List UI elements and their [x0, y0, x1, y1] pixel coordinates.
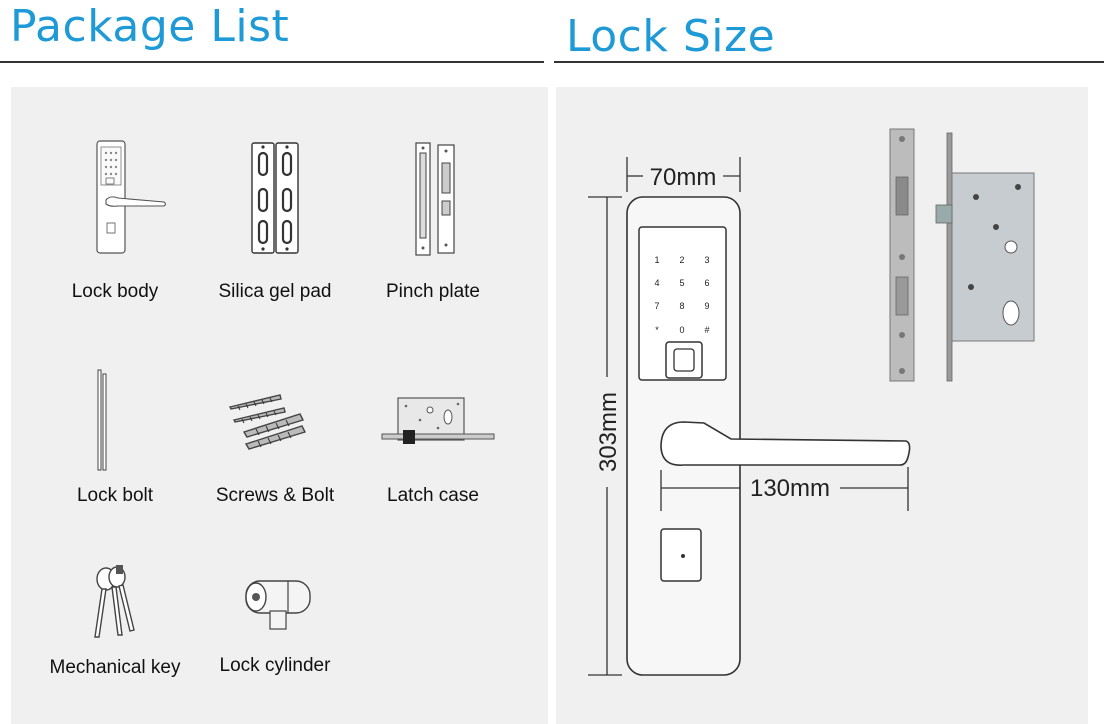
package-list-title: Package List — [10, 1, 290, 52]
height-label: 303mm — [595, 392, 622, 472]
handle-length-dimension — [660, 467, 909, 511]
width-label: 70mm — [650, 164, 717, 191]
lock-cylinder-icon — [245, 580, 311, 630]
keypad-key: 3 — [704, 255, 709, 265]
package-item-mechanical-key: Mechanical key — [40, 555, 190, 685]
key-icon — [94, 565, 135, 638]
height-dimension — [588, 196, 622, 676]
keypad-key: 4 — [654, 278, 659, 288]
keypad-key: 7 — [654, 301, 659, 311]
screws-icon — [228, 394, 306, 450]
lock-body-label: Lock body — [71, 281, 159, 302]
lock-bolt-label: Lock bolt — [76, 485, 154, 506]
lock-size-diagram: 1 2 3 4 5 6 7 8 9 * 0 # 70mm 303mm 130mm — [588, 128, 1035, 676]
keypad-area — [638, 226, 727, 381]
keypad-key: 0 — [679, 325, 684, 335]
latch-case-icon — [381, 397, 495, 444]
package-item-lock-cylinder: Lock cylinder — [200, 555, 350, 685]
width-dimension — [626, 157, 741, 192]
keypad-key: 5 — [679, 278, 684, 288]
silica-gel-pad-icon — [251, 142, 299, 254]
lock-bolt-icon — [97, 369, 107, 471]
package-item-latch-case: Latch case — [358, 362, 508, 506]
screws-label: Screws & Bolt — [215, 485, 335, 506]
keypad-key: 9 — [704, 301, 709, 311]
silica-gel-pad-label: Silica gel pad — [218, 281, 332, 302]
pinch-plate-label: Pinch plate — [385, 281, 480, 302]
mortise-body-icon — [889, 128, 1035, 382]
keypad-key: * — [655, 325, 659, 335]
keypad-key: 2 — [679, 255, 684, 265]
package-item-lock-body: Lock body — [40, 133, 190, 302]
package-item-screws: Screws & Bolt — [200, 362, 350, 506]
mechanical-key-label: Mechanical key — [49, 657, 181, 678]
keypad-key: 6 — [704, 278, 709, 288]
keyhole-cover — [660, 528, 702, 582]
keypad-key: 1 — [654, 255, 659, 265]
package-item-silica-gel-pad: Silica gel pad — [200, 133, 350, 302]
package-list-rule — [0, 61, 544, 63]
lock-size-rule — [554, 61, 1104, 63]
lock-body-icon — [96, 140, 167, 254]
lock-size-title: Lock Size — [566, 11, 776, 62]
lock-handle — [660, 421, 911, 466]
handle-length-label: 130mm — [750, 475, 830, 502]
package-item-pinch-plate: Pinch plate — [358, 133, 508, 302]
keypad-key: # — [704, 325, 709, 335]
package-item-lock-bolt: Lock bolt — [40, 362, 190, 506]
latch-case-label: Latch case — [387, 485, 479, 506]
keypad-key: 8 — [679, 301, 684, 311]
lock-cylinder-label: Lock cylinder — [219, 655, 331, 676]
pinch-plate-icon — [415, 142, 455, 256]
keypad-keys: 1 2 3 4 5 6 7 8 9 * 0 # — [654, 255, 709, 335]
